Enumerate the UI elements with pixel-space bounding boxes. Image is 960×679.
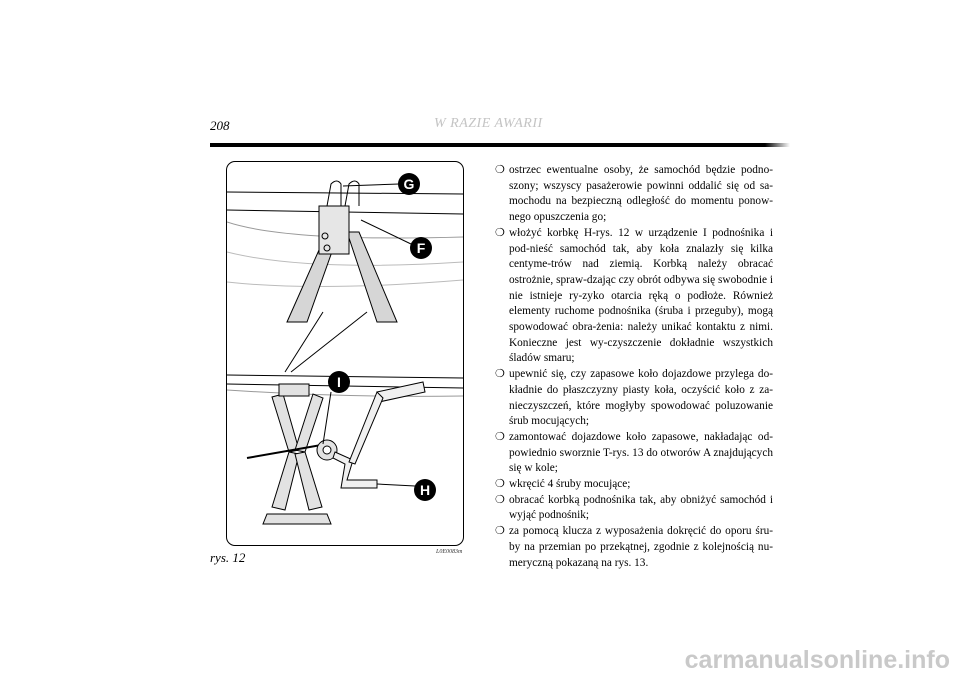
figure-jack-illustration: G F I H [226, 161, 464, 546]
step-text: upewnić się, czy zapasowe koło dojazdowe… [509, 368, 773, 428]
callout-f: F [410, 237, 432, 259]
procedure-steps: ❍ ostrzec ewentualne osoby, że samochód b… [495, 163, 773, 571]
page-number: 208 [210, 118, 230, 133]
step-item: ❍ upewnić się, czy zapasowe koło dojazdow… [495, 367, 773, 430]
scissor-jack [246, 383, 338, 525]
bullet-icon: ❍ [495, 478, 505, 491]
jack-drawing: G F I H [227, 173, 463, 525]
step-item: ❍ ostrzec ewentualne osoby, że samochód b… [495, 163, 773, 226]
step-text: obracać korbką podnośnika tak, aby obniż… [509, 493, 773, 522]
callout-lines [322, 183, 416, 487]
callout-g: G [398, 173, 420, 195]
watermark: carmanualsonline.info [684, 646, 950, 674]
step-text: zamontować dojazdowe koło zapasowe, nakł… [509, 430, 773, 475]
callout-g-label: G [404, 176, 415, 192]
figure-code: L0E0083m [436, 549, 463, 555]
step-item: ❍ obracać korbką podnośnika tak, aby obni… [495, 493, 773, 524]
bullet-icon: ❍ [495, 226, 505, 239]
step-item: ❍ włożyć korbkę H-rys. 12 w urządzenie I … [495, 226, 773, 367]
zoom-detail [227, 180, 463, 323]
step-text: włożyć korbkę H-rys. 12 w urządzenie I p… [509, 226, 773, 365]
bullet-icon: ❍ [495, 164, 505, 176]
zoom-pointer-lines [284, 311, 368, 373]
header-rule-fade [765, 143, 790, 147]
step-text: ostrzec ewentualne osoby, że samochód bę… [509, 164, 773, 224]
bullet-icon: ❍ [495, 493, 505, 506]
step-item: ❍ wkręcić 4 śruby mocujące; [495, 477, 773, 493]
header-rule [210, 143, 765, 147]
section-title: W RAZIE AWARII [434, 116, 543, 131]
callout-f-label: F [417, 240, 426, 256]
callout-h-label: H [420, 482, 430, 498]
bullet-icon: ❍ [495, 525, 505, 538]
callout-h: H [414, 479, 436, 501]
step-item: ❍ zamontować dojazdowe koło zapasowe, nak… [495, 430, 773, 477]
crank-handle [332, 381, 426, 489]
figure-caption: rys. 12 [210, 550, 246, 565]
callout-i-label: I [337, 374, 341, 390]
bullet-icon: ❍ [495, 368, 505, 381]
step-item: ❍ za pomocą klucza z wyposażenia dokręcić… [495, 524, 773, 571]
callout-i: I [328, 371, 350, 393]
step-text: za pomocą klucza z wyposażenia dokręcić … [509, 525, 773, 569]
step-text: wkręcić 4 śruby mocujące; [509, 478, 631, 491]
bullet-icon: ❍ [495, 430, 505, 443]
